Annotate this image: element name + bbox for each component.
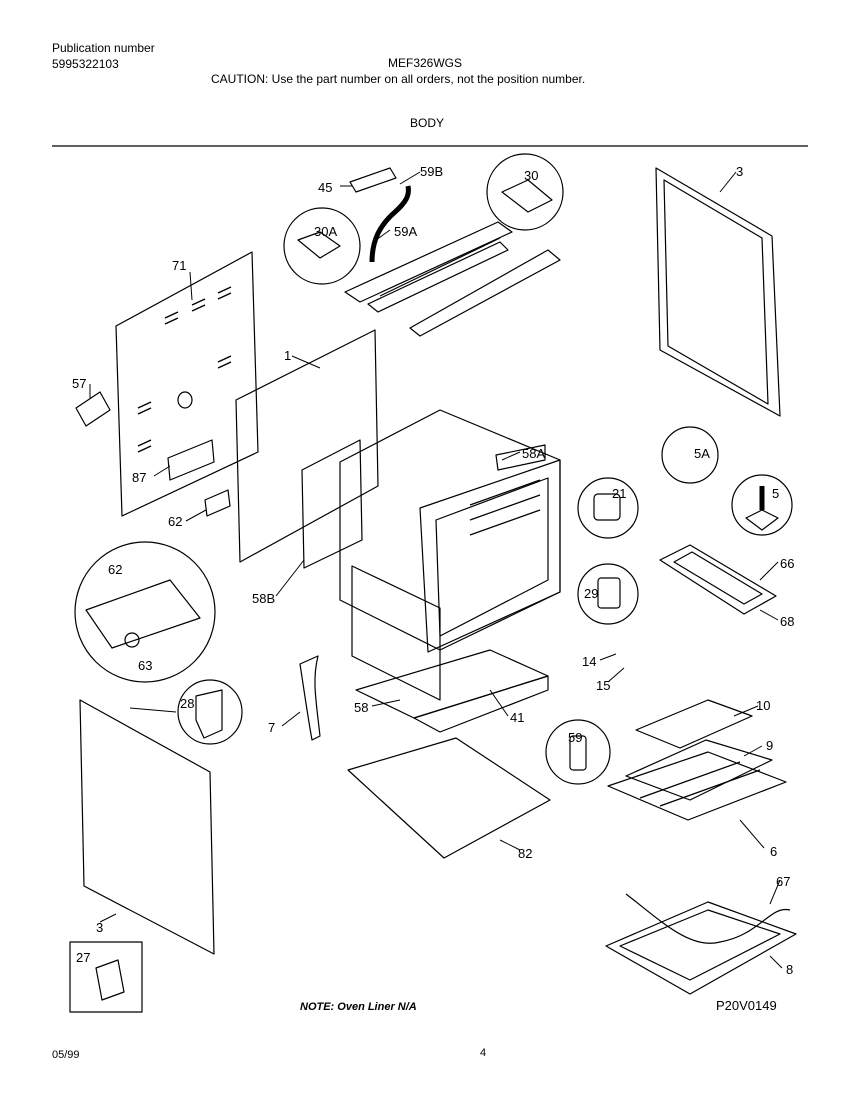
label-67: 67 <box>776 874 790 889</box>
label-29: 29 <box>584 586 598 601</box>
label-28: 28 <box>180 696 194 711</box>
callout-59 <box>545 719 611 785</box>
insulation-41 <box>413 675 549 733</box>
section-title: BODY <box>410 116 445 130</box>
callout-28 <box>177 679 243 745</box>
label-58a: 58A <box>522 446 545 461</box>
clip-28 <box>195 689 223 739</box>
label-7: 7 <box>268 720 275 735</box>
part-21 <box>593 493 621 521</box>
label-27: 27 <box>76 950 90 965</box>
label-45: 45 <box>318 180 332 195</box>
sensor-59 <box>569 735 587 771</box>
side-panel-3-bottom <box>79 699 215 955</box>
label-3-top: 3 <box>736 164 743 179</box>
label-3-bottom: 3 <box>96 920 103 935</box>
top-rails <box>344 221 561 337</box>
clip-30a <box>297 231 341 259</box>
leader-lines <box>89 171 783 969</box>
revision-date: 05/99 <box>52 1049 80 1061</box>
label-71: 71 <box>172 258 186 273</box>
page-number: 4 <box>480 1047 487 1059</box>
label-14: 14 <box>582 654 596 669</box>
bracket-45 <box>349 167 397 193</box>
label-62-b: 62 <box>108 562 122 577</box>
back-panel-vents <box>137 286 232 453</box>
bottom-panel-82 <box>347 737 551 859</box>
label-66: 66 <box>780 556 794 571</box>
caution-text: CAUTION: Use the part number on all orde… <box>211 72 586 86</box>
publication-number: 5995322103 <box>52 57 119 71</box>
label-41: 41 <box>510 710 524 725</box>
part-29 <box>597 577 621 609</box>
label-62-a: 62 <box>168 514 182 529</box>
label-15: 15 <box>596 678 610 693</box>
diagram-code: P20V0149 <box>716 998 777 1013</box>
side-panel-3-top <box>655 167 781 417</box>
label-58: 58 <box>354 700 368 715</box>
label-58b: 58B <box>252 591 275 606</box>
label-30: 30 <box>524 168 538 183</box>
callout-21 <box>577 477 639 539</box>
side-panel-1 <box>235 329 379 563</box>
oven-opening <box>435 477 549 637</box>
label-21: 21 <box>612 486 626 501</box>
label-10: 10 <box>756 698 770 713</box>
label-6: 6 <box>770 844 777 859</box>
note-text: NOTE: Oven Liner N/A <box>300 1001 417 1013</box>
insulation-58b <box>301 439 363 569</box>
label-1: 1 <box>284 348 291 363</box>
label-5: 5 <box>772 486 779 501</box>
screw-63 <box>124 632 140 648</box>
tube-59a <box>369 185 411 263</box>
label-87: 87 <box>132 470 146 485</box>
back-panel-71 <box>115 251 259 517</box>
hinge-7 <box>299 655 321 741</box>
label-59: 59 <box>568 730 582 745</box>
callout-5 <box>731 474 793 536</box>
label-59a: 59A <box>394 224 417 239</box>
insulation-58a <box>495 444 546 471</box>
insulation-58 <box>355 649 549 719</box>
callout-27-box <box>69 941 143 1013</box>
oven-rack-6 <box>607 751 787 821</box>
label-8: 8 <box>786 962 793 977</box>
lower-cabinet <box>351 565 441 701</box>
terminal-62 <box>204 489 231 517</box>
callout-29 <box>577 563 639 625</box>
element-67 <box>625 893 791 944</box>
label-30a: 30A <box>314 224 337 239</box>
callout-30a <box>283 207 361 285</box>
plate-57 <box>75 391 111 427</box>
model-number: MEF326WGS <box>388 56 463 70</box>
label-57: 57 <box>72 376 86 391</box>
callout-62 <box>74 541 216 683</box>
leveler-5 <box>745 509 779 531</box>
callout-5a <box>661 426 719 484</box>
label-5a: 5A <box>694 446 710 461</box>
callout-30 <box>486 153 564 231</box>
label-68: 68 <box>780 614 794 629</box>
back-panel-hole <box>177 391 193 409</box>
element-66 <box>659 544 777 615</box>
bottom-panel-8 <box>605 901 797 995</box>
label-9: 9 <box>766 738 773 753</box>
bracket-87 <box>167 439 215 481</box>
publication-label: Publication number <box>52 41 155 55</box>
label-59b: 59B <box>420 164 443 179</box>
part-labels: 45 59B 30 3 30A 59A 71 1 57 87 58A 5A 5 … <box>72 164 794 977</box>
broiler-grid-10 <box>635 699 753 749</box>
label-63: 63 <box>138 658 152 673</box>
oven-front-frame <box>419 459 561 653</box>
bracket-27 <box>95 959 125 1001</box>
clip-30 <box>501 179 553 213</box>
label-82: 82 <box>518 846 532 861</box>
broiler-pan-9 <box>625 739 773 801</box>
terminal-block-62 <box>85 579 201 649</box>
